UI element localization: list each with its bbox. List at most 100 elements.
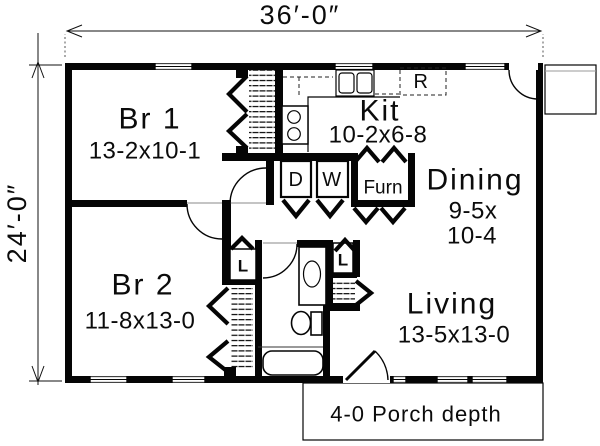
linen1-bifold-icon bbox=[229, 235, 255, 251]
arrow-left-icon bbox=[65, 24, 83, 38]
kitchen-size: 10-2x6-8 bbox=[329, 122, 428, 149]
wall-linen1-south bbox=[222, 277, 260, 285]
wall-right bbox=[536, 63, 543, 383]
furnace-label: Furn bbox=[363, 178, 402, 199]
laundry-closet: D W bbox=[279, 159, 350, 220]
linen-closet-living-label: L bbox=[338, 251, 348, 270]
wall-br1-br2 bbox=[65, 200, 187, 207]
kitchen-fixtures: R bbox=[281, 67, 447, 152]
living-name: Living bbox=[407, 288, 497, 321]
br1-closet-bifold-icon bbox=[225, 112, 249, 150]
sink-basin-icon bbox=[356, 72, 373, 94]
washer-label: W bbox=[322, 169, 341, 191]
wall-furnace-west bbox=[351, 153, 358, 207]
interior-walls bbox=[65, 63, 415, 376]
dining-size-line1: 9-5x bbox=[449, 198, 498, 225]
bathroom-fixtures bbox=[258, 246, 327, 376]
furnace-bifold-icon bbox=[353, 144, 381, 164]
hall-closet-shelves bbox=[333, 279, 355, 304]
dimension-top: 36′-0″ bbox=[64, 0, 544, 57]
wall-linen2-south bbox=[333, 272, 357, 278]
wall-bottom bbox=[65, 376, 543, 383]
toilet-tank-icon bbox=[310, 311, 323, 336]
wall-kitchen-west bbox=[275, 63, 283, 161]
furnace-bifold-icon bbox=[380, 144, 408, 164]
kitchen-name: Kit bbox=[359, 95, 400, 128]
hall-closet-bifold-icon bbox=[354, 279, 375, 307]
width-dimension-label: 36′-0″ bbox=[260, 0, 341, 30]
br2-closet-bifold-icon bbox=[205, 339, 230, 374]
wall-bath-north bbox=[297, 240, 333, 247]
dining-name: Dining bbox=[426, 164, 523, 197]
br1-name: Br 1 bbox=[118, 103, 181, 136]
br2-closet-shelves bbox=[231, 288, 253, 368]
dryer-box bbox=[279, 159, 313, 199]
arrow-down-icon bbox=[31, 365, 45, 384]
sink-counter bbox=[335, 69, 375, 97]
range-icon bbox=[281, 105, 309, 145]
bathtub-icon bbox=[262, 350, 324, 376]
burner-icon bbox=[287, 110, 301, 124]
laundry-bifold-icon bbox=[281, 198, 311, 220]
wall-br1-closet-stub-top bbox=[236, 63, 248, 78]
arrow-right-icon bbox=[525, 24, 543, 38]
linen-closet-hall-box bbox=[229, 248, 257, 281]
wall-bath-west bbox=[255, 240, 262, 376]
wall-kitchen-south bbox=[222, 153, 352, 161]
porch-door-leaf bbox=[344, 349, 377, 382]
window-kitchen bbox=[334, 63, 374, 70]
bathroom-door-swing bbox=[262, 243, 298, 279]
br2-door-swing bbox=[186, 203, 223, 240]
wall-br1-closet-stub-bottom bbox=[236, 146, 248, 156]
exterior-walls bbox=[65, 63, 543, 383]
closets: L L bbox=[205, 66, 375, 374]
burner-icon bbox=[287, 127, 301, 141]
br2-name: Br 2 bbox=[111, 269, 174, 302]
wall-linen2-east bbox=[353, 240, 360, 277]
wall-closet-cap bbox=[323, 303, 360, 311]
porch-door-swing bbox=[374, 350, 389, 381]
entry-stoop bbox=[544, 64, 597, 115]
room-labels: Br 1 13-2x10-1 Kit 10-2x6-8 Dining 9-5x … bbox=[85, 95, 523, 349]
br1-size: 13-2x10-1 bbox=[89, 138, 202, 165]
window-living-double-left bbox=[436, 376, 469, 383]
wall-left bbox=[65, 63, 72, 383]
extension-lines bbox=[29, 64, 62, 382]
living-size: 13-5x13-0 bbox=[398, 322, 511, 349]
porch: 4-0 Porch depth bbox=[302, 382, 544, 441]
wall-hall-west bbox=[222, 200, 231, 285]
br2-closet-bifold-icon bbox=[205, 286, 230, 326]
wall-furnace-east bbox=[408, 153, 415, 207]
linen-closet-hall-label: L bbox=[238, 257, 248, 276]
extension-lines bbox=[64, 34, 544, 57]
window-living-small bbox=[392, 376, 407, 383]
br1-closet-bifold-icon bbox=[226, 74, 249, 114]
windows bbox=[89, 63, 508, 383]
porch-label: 4-0 Porch depth bbox=[330, 402, 502, 427]
window-br1 bbox=[154, 63, 193, 70]
furnace-closet: Furn bbox=[352, 144, 408, 226]
br1-door-swing bbox=[229, 167, 267, 205]
vanity-sink-icon bbox=[302, 260, 322, 288]
laundry-bifold-icon bbox=[315, 198, 345, 220]
dryer-label: D bbox=[289, 169, 304, 191]
linen2-bifold-icon bbox=[333, 236, 357, 253]
window-br2-left bbox=[89, 376, 128, 383]
front-door-opening bbox=[509, 63, 538, 70]
refrigerator-box bbox=[399, 67, 447, 96]
wall-bath-east-lower bbox=[323, 310, 330, 376]
stoop-outline bbox=[544, 64, 597, 115]
window-living-double-right bbox=[471, 376, 508, 383]
door-thresholds bbox=[187, 202, 297, 244]
br2-size: 11-8x13-0 bbox=[85, 308, 196, 335]
window-dining bbox=[464, 63, 506, 70]
front-door-swing bbox=[508, 69, 539, 100]
dimension-left: 24′-0″ bbox=[2, 33, 62, 385]
height-dimension-label: 24′-0″ bbox=[2, 183, 32, 264]
wall-br2-closet-stub-bottom bbox=[224, 367, 236, 376]
doors bbox=[186, 63, 539, 383]
furnace-bifold-icon bbox=[379, 206, 407, 226]
toilet-bowl-icon bbox=[290, 310, 312, 336]
